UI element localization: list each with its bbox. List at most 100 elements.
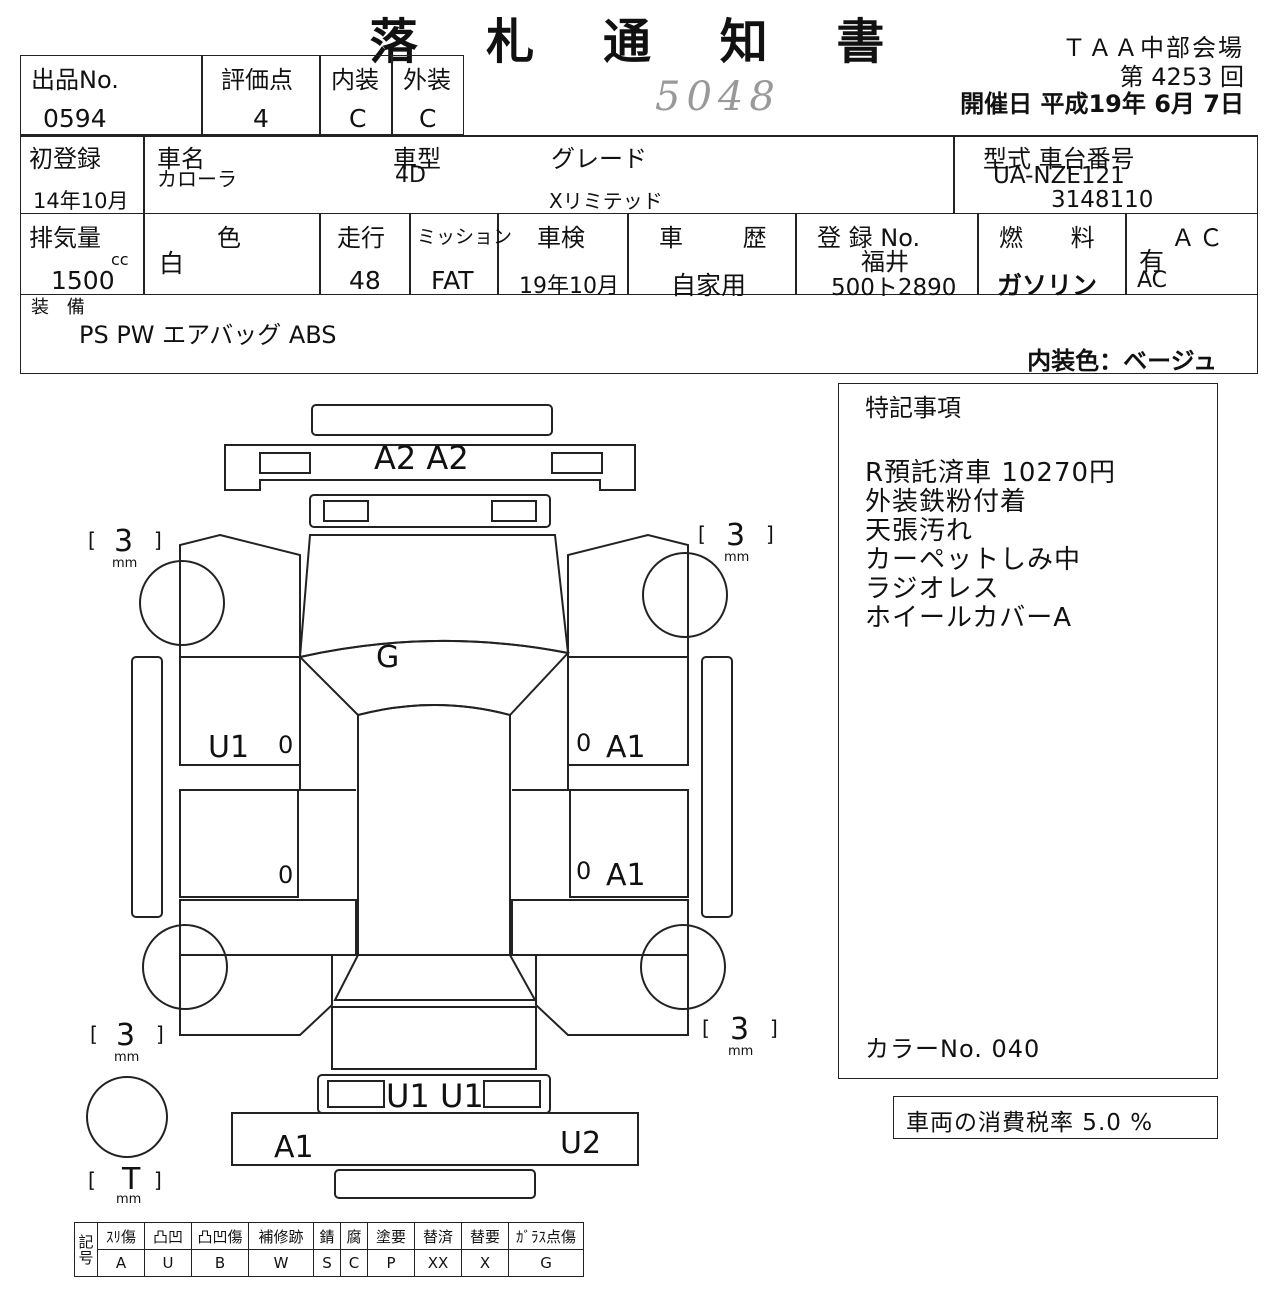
transmission-label: ミッション <box>417 226 513 248</box>
tyre-bracket: [ <box>88 528 96 552</box>
history-value: 自家用 <box>671 271 747 300</box>
tyre-bracket: ] <box>154 528 162 552</box>
legend-header: 腐 <box>340 1222 368 1250</box>
roof-outline <box>357 704 511 956</box>
row3-box: 排気量 cc 1500 色 白 走行 48 ミッション FAT 車検 19年10… <box>20 213 1258 301</box>
exterior-value: C <box>419 104 437 133</box>
history-label: 車 歴 <box>659 224 793 252</box>
displacement-value: 1500 <box>51 266 115 295</box>
legend-code: C <box>340 1249 368 1277</box>
model-value: UA-NZE121 <box>993 163 1125 189</box>
exterior-label: 外装 <box>403 66 451 94</box>
legend-header: ｶﾞﾗｽ点傷 <box>508 1222 584 1250</box>
legend-code: A <box>97 1249 145 1277</box>
legend-code: B <box>191 1249 249 1277</box>
equipment-box: 装 備 PS PW エアバッグ ABS 内装色：ベージュ <box>20 293 1258 375</box>
name-value: カローラ <box>157 167 237 191</box>
event-date: 開催日 平成19年 6月 7日 <box>960 90 1244 118</box>
left-rocker-outline <box>131 656 163 918</box>
legend-header: 凸凹 <box>144 1222 192 1250</box>
tyre-unit: mm <box>724 550 749 565</box>
right-rocker-outline <box>701 656 733 918</box>
zero-mark: 0 <box>576 857 591 885</box>
tyre-bracket: [ <box>702 1016 710 1040</box>
row1-box: 出品No. 0594 評価点 4 内装 C 外装 C <box>20 55 464 135</box>
legend-code: G <box>508 1249 584 1277</box>
damage-code-legend: 記号 ｽﾘ傷 凸凹 凸凹傷 補修跡 錆 腐 塗要 替済 替要 ｶﾞﾗｽ点傷 A … <box>74 1222 584 1277</box>
legend-code: U <box>144 1249 192 1277</box>
damage-rear-bumper-left: A1 <box>274 1130 314 1165</box>
tyre-depth-rear-right: 3 <box>730 1012 749 1047</box>
lot-label: 出品No. <box>31 66 119 94</box>
grade-label: グレード <box>551 145 647 173</box>
right-rear-fender-outline <box>535 954 689 1036</box>
damage-right-front-door: A1 <box>606 730 646 765</box>
ac-value-1: 有 <box>1139 247 1165 276</box>
notes-line: ホイールカバーA <box>865 603 1073 633</box>
registration-label: 登 録 No. <box>817 224 921 252</box>
left-rear-door-outline <box>179 789 299 898</box>
tyre-depth-rear-left: 3 <box>116 1018 135 1053</box>
damage-right-rear-door: A1 <box>606 858 646 893</box>
handwritten-note: 5048 <box>655 74 781 120</box>
tax-rate-box: 車両の消費税率 5.0 % <box>893 1096 1218 1139</box>
session-number: 第 4253 回 <box>1119 63 1244 91</box>
tyre-unit: mm <box>114 1050 139 1065</box>
zero-mark: 0 <box>278 731 293 759</box>
venue: ＴＡＡ中部会場 <box>1062 34 1244 62</box>
notes-line: ラジオレス <box>865 574 1000 604</box>
notes-title: 特記事項 <box>865 394 961 422</box>
legend-code: W <box>248 1249 314 1277</box>
front-bumper-outline <box>224 444 636 491</box>
right-rear-door-outline <box>569 789 689 898</box>
equipment-value: PS PW エアバッグ ABS <box>79 321 337 349</box>
zero-mark: 0 <box>576 729 591 757</box>
legend-header: 補修跡 <box>248 1222 314 1250</box>
trunk-outline <box>331 1006 537 1070</box>
left-rear-fender-outline <box>179 954 333 1036</box>
car-damage-diagram: A2 A2 G U1 0 0 0 0 A1 A1 U1 U1 A1 U2 [ 3… <box>86 404 778 1205</box>
first-reg-value: 14年10月 <box>33 189 129 213</box>
tyre-bracket: ] <box>766 522 774 546</box>
first-reg-label: 初登録 <box>29 145 101 173</box>
inspection-value: 19年10月 <box>519 274 619 299</box>
legend-code: P <box>367 1249 415 1277</box>
damage-rear-bumper-right: U2 <box>560 1126 601 1161</box>
transmission-value: FAT <box>431 266 474 295</box>
inspection-label: 車検 <box>537 224 585 252</box>
notes-line: 天張汚れ <box>865 516 974 546</box>
tyre-bracket: [ <box>88 1168 96 1192</box>
tyre-bracket: [ <box>90 1022 98 1046</box>
fuel-value: ガソリン <box>997 271 1098 300</box>
legend-code: XX <box>414 1249 462 1277</box>
score-label: 評価点 <box>221 66 293 94</box>
front-right-wheel <box>642 552 728 638</box>
fuel-label: 燃 料 <box>999 224 1115 252</box>
damage-front-bumper: A2 A2 <box>374 439 469 477</box>
spare-tyre <box>86 1076 168 1158</box>
front-plate-outline <box>311 404 553 436</box>
spare-tyre-mark: T <box>121 1162 141 1197</box>
damage-left-front-door: U1 <box>208 730 249 765</box>
legend-code: X <box>461 1249 509 1277</box>
tyre-depth-front-right: 3 <box>726 518 745 553</box>
legend-side-label: 記号 <box>74 1222 98 1277</box>
zero-mark: 0 <box>278 861 293 889</box>
rear-right-wheel <box>640 924 726 1010</box>
row2-box: 初登録 14年10月 車名 カローラ 車型 4D グレード Xリミテッド 型式 … <box>20 135 1258 214</box>
tax-rate: 車両の消費税率 5.0 % <box>906 1110 1154 1136</box>
notes-line: カーペットしみ中 <box>865 545 1082 575</box>
color-value: 白 <box>159 249 185 278</box>
displacement-label: 排気量 <box>29 224 101 252</box>
color-label: 色 <box>217 224 241 252</box>
body-value: 4D <box>395 163 426 188</box>
tyre-unit: mm <box>112 556 137 571</box>
grille-outline <box>309 494 551 528</box>
chassis-value: 3148110 <box>1051 187 1154 213</box>
ac-value-2: AC <box>1137 268 1168 293</box>
color-number: カラーNo. 040 <box>865 1035 1041 1063</box>
tyre-bracket: ] <box>770 1016 778 1040</box>
rear-glass-outline <box>333 954 537 1001</box>
special-notes-box: 特記事項 R預託済車 10270円 外装鉄粉付着 天張汚れ カーペットしみ中 ラ… <box>838 383 1218 1079</box>
interior-label: 内装 <box>331 66 379 94</box>
